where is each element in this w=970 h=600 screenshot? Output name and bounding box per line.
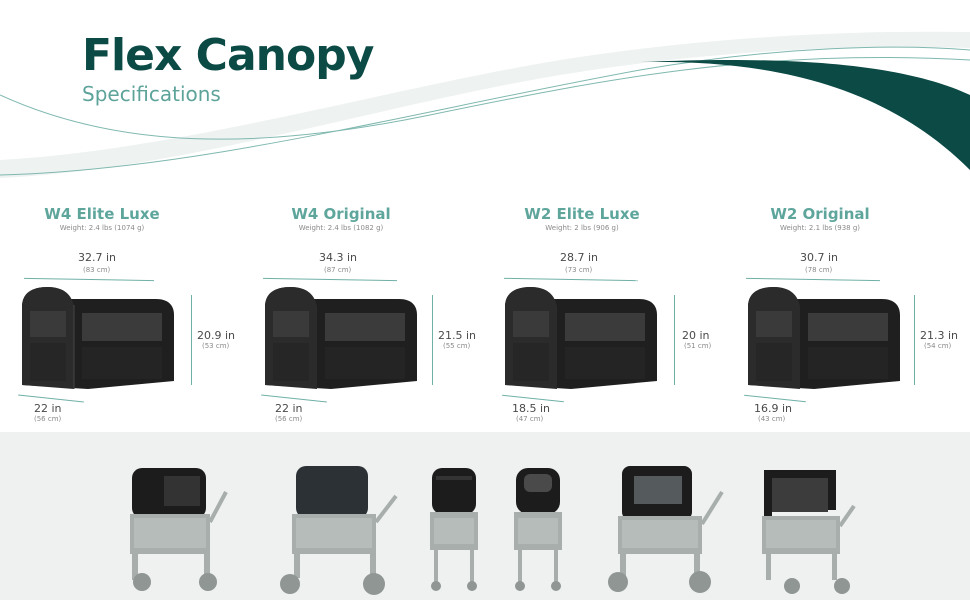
- model-weight: Weight: 2.4 lbs (1074 g): [59, 224, 145, 232]
- height-metric: (53 cm): [202, 342, 230, 350]
- depth-metric: (47 cm): [516, 415, 544, 423]
- depth-value: 16.9 in: [754, 402, 793, 415]
- depth-value: 18.5 in: [512, 402, 551, 415]
- model-card-w4-original: W4 Original Weight: 2.4 lbs (1082 g) 34.…: [221, 205, 476, 430]
- decorative-wave-background: [0, 0, 970, 178]
- wagon-with-canopy-image: [280, 466, 398, 595]
- height-metric: (55 cm): [443, 342, 471, 350]
- width-value: 30.7 in: [800, 251, 839, 264]
- page-title: Flex Canopy: [82, 30, 374, 81]
- height-value: 21.5 in: [438, 329, 477, 342]
- model-name: W2 Original: [770, 205, 870, 223]
- header: Flex Canopy Specifications: [82, 30, 374, 106]
- width-dimension-line: [504, 277, 638, 282]
- canopy-image: [22, 287, 174, 389]
- page-subtitle: Specifications: [82, 82, 221, 106]
- canopy-image: [265, 287, 417, 389]
- depth-value: 22 in: [34, 402, 62, 415]
- width-metric: (87 cm): [324, 266, 352, 274]
- wagon-with-canopy-image: [762, 470, 856, 594]
- model-weight: Weight: 2.4 lbs (1082 g): [298, 224, 384, 232]
- width-metric: (78 cm): [805, 266, 833, 274]
- canopy-image: [505, 287, 657, 389]
- width-metric: (83 cm): [83, 266, 111, 274]
- width-dimension-line: [746, 277, 880, 282]
- depth-metric: (43 cm): [758, 415, 786, 423]
- wagon-front-view-image: [430, 468, 478, 591]
- width-value: 28.7 in: [560, 251, 599, 264]
- width-dimension-line: [263, 277, 397, 282]
- height-value: 20 in: [682, 329, 710, 342]
- width-dimension-line: [24, 277, 154, 282]
- wagon-preview-band: [0, 432, 970, 600]
- width-metric: (73 cm): [565, 266, 593, 274]
- height-dimension-line: [674, 295, 675, 385]
- wagon-with-canopy-image: [608, 466, 724, 593]
- model-name: W4 Original: [291, 205, 391, 223]
- model-weight: Weight: 2 lbs (906 g): [545, 224, 619, 232]
- model-weight: Weight: 2.1 lbs (938 g): [779, 224, 861, 232]
- model-name: W2 Elite Luxe: [524, 205, 640, 223]
- depth-value: 22 in: [275, 402, 303, 415]
- width-value: 34.3 in: [319, 251, 358, 264]
- model-name: W4 Elite Luxe: [44, 205, 160, 223]
- height-dimension-line: [914, 295, 915, 385]
- model-card-w2-elite-luxe: W2 Elite Luxe Weight: 2 lbs (906 g) 28.7…: [462, 205, 711, 430]
- depth-metric: (56 cm): [34, 415, 62, 423]
- height-dimension-line: [191, 295, 192, 385]
- height-value: 21.3 in: [920, 329, 959, 342]
- wagon-with-canopy-image: [130, 468, 228, 591]
- width-value: 32.7 in: [78, 251, 117, 264]
- height-dimension-line: [432, 295, 433, 385]
- model-card-w2-original: W2 Original Weight: 2.1 lbs (938 g) 30.7…: [700, 205, 958, 430]
- canopy-image: [748, 287, 900, 389]
- height-metric: (51 cm): [684, 342, 712, 350]
- model-card-w4-elite-luxe: W4 Elite Luxe Weight: 2.4 lbs (1074 g) 3…: [0, 205, 235, 430]
- depth-metric: (56 cm): [275, 415, 303, 423]
- height-metric: (54 cm): [924, 342, 952, 350]
- height-value: 20.9 in: [197, 329, 236, 342]
- wagon-front-view-image: [514, 468, 562, 591]
